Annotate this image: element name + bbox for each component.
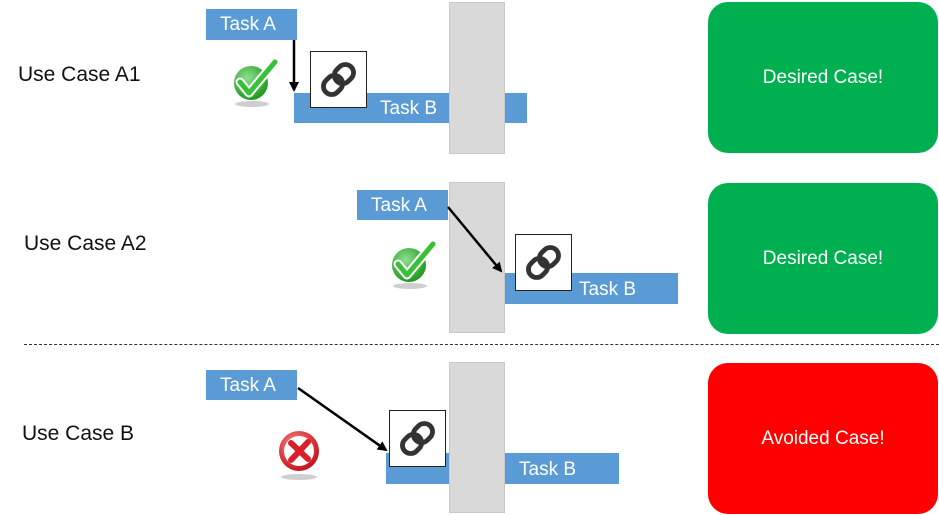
task-b-label: Task B — [579, 279, 637, 300]
chain-link-icon — [389, 410, 446, 467]
barrier-column — [449, 362, 505, 513]
desired-case-box: Desired Case! — [708, 2, 938, 153]
check-icon — [225, 54, 281, 110]
use-case-a1-label: Use Case A1 — [18, 63, 141, 86]
use-case-a2-label: Use Case A2 — [24, 232, 147, 255]
task-a-label: Task A — [220, 375, 276, 396]
task-a-bar: Task A — [357, 190, 448, 220]
cross-icon — [272, 421, 328, 481]
task-a-bar: Task A — [206, 9, 297, 40]
chain-link-icon — [515, 234, 572, 291]
task-a-label: Task A — [220, 14, 276, 35]
use-case-b-label: Use Case B — [22, 422, 135, 445]
task-b-label: Task B — [519, 459, 577, 480]
section-divider — [24, 344, 939, 345]
task-b-bar: Task B — [505, 453, 619, 484]
task-a-bar: Task A — [206, 370, 297, 400]
barrier-column — [449, 182, 505, 333]
check-icon — [383, 236, 439, 292]
task-a-label: Task A — [371, 195, 427, 216]
chain-link-icon — [310, 51, 367, 108]
dependency-arrow — [447, 206, 503, 273]
avoided-case-box: Avoided Case! — [708, 363, 938, 514]
barrier-column — [449, 2, 505, 154]
desired-case-box: Desired Case! — [708, 183, 938, 334]
dependency-arrow — [297, 386, 388, 452]
task-b-label: Task B — [380, 98, 438, 119]
